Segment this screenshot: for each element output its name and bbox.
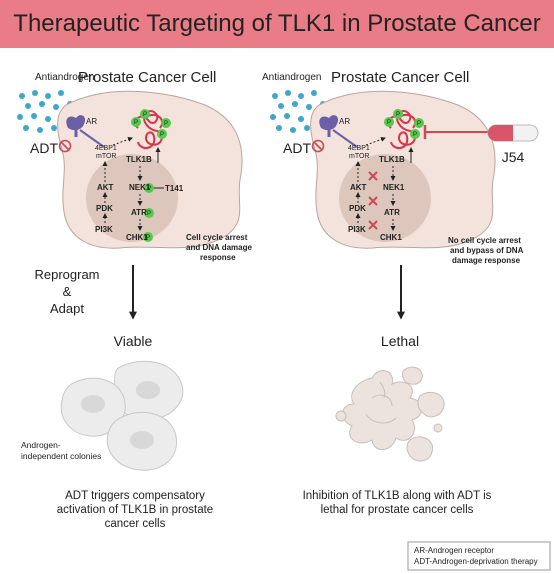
left-caption-line-2: activation of TLK1B in prostate [57,504,213,516]
left-reprogram-line-3: Adapt [50,301,84,316]
left-caption-line-3: cancer cells [105,518,166,530]
right-chk1-label: CHK1 [380,233,402,242]
right-nucleus [339,154,431,242]
right-note-line-2: and bypass of DNA [450,246,524,255]
right-phospho-label-3: P [417,121,421,127]
left-ar-label: AR [86,117,97,126]
left-phospho-label-1: P [134,120,138,126]
left-phospho-label-chk1: P [146,235,150,241]
left-phospho-label-2: P [143,112,147,118]
right-antiandrogen-label: Antiandrogen [262,72,322,83]
left-phospho-label-4: P [160,132,164,138]
page-title: Therapeutic Targeting of TLK1 in Prostat… [13,10,541,37]
left-pdk-label: PDK [96,204,113,213]
right-note-line-3: damage response [452,256,521,265]
left-phospho-label-atr: P [147,211,151,217]
left-t141-label: T141 [165,184,184,193]
left-phospho-label-3: P [164,121,168,127]
left-androgen-receptor [66,115,105,148]
left-nek1-label: NEK1 [129,183,151,192]
right-cell-title: Prostate Cancer Cell [331,69,469,86]
right-caption-line-2: lethal for prostate cancer cells [321,504,474,516]
legend-line-2: ADT-Androgen-deprivation therapy [414,557,538,566]
left-dna-tangle [134,110,164,149]
drug-label: J54 [502,149,525,165]
left-phospho-dots [131,109,171,242]
right-dying-cells [335,366,445,462]
left-colonies-line-1: Androgen- [21,440,61,450]
right-note-line-1: No cell cycle arrest [448,236,521,245]
left-mtor-label: mTOR [96,153,116,160]
left-colonies-line-2: independent colonies [21,451,101,461]
left-block-icon [58,139,72,153]
legend-line-1: AR-Androgen receptor [414,546,494,555]
right-outcome-label: Lethal [381,333,419,349]
right-dna-tangle [387,110,417,149]
right-akt-label: AKT [350,183,367,192]
right-phospho-dots [384,109,424,139]
right-atr-label: ATR [384,208,400,217]
left-caption-line-1: ADT triggers compensatory [65,490,205,502]
right-phospho-label-1: P [387,120,391,126]
diagram-canvas: Antiandrogen Prostate Cancer Cell AR ADT… [17,69,551,571]
right-panel: Antiandrogen Prostate Cancer Cell AR ADT… [262,69,539,516]
right-nek1-label: NEK1 [383,183,405,192]
left-panel: Antiandrogen Prostate Cancer Cell AR ADT… [17,69,252,530]
left-adt-label: ADT [30,140,58,156]
right-pdk-label: PDK [349,204,366,213]
left-4ebp1-label: 4EBP1 [95,145,117,152]
right-androgen-receptor [319,115,358,148]
left-nucleus [86,154,178,242]
abbreviation-legend: AR-Androgen receptor ADT-Androgen-depriv… [407,541,551,571]
left-chk1-label: CHK1 [126,233,148,242]
left-pi3k-label: PI3K [95,225,113,234]
right-mtor-label: mTOR [349,153,369,160]
right-caption-line-1: Inhibition of TLK1B along with ADT is [303,490,492,502]
right-blocked-marks [368,171,378,230]
left-akt-label: AKT [97,183,114,192]
left-phospho-label-nek1: P [147,186,151,192]
left-tlk1b-label: TLK1B [126,155,152,164]
right-tlk1b-label: TLK1B [379,155,405,164]
right-phospho-label-2: P [396,112,400,118]
right-ar-label: AR [339,117,350,126]
left-cell-title: Prostate Cancer Cell [78,69,216,86]
left-viable-cells [60,360,184,471]
right-block-icon [311,139,325,153]
right-4ebp1-label: 4EBP1 [348,145,370,152]
right-pi3k-label: PI3K [348,225,366,234]
right-phospho-label-4: P [413,132,417,138]
title-banner [0,0,554,48]
left-atr-label: ATR [131,208,147,217]
left-reprogram-line-2: & [63,284,72,299]
left-antiandrogen-label: Antiandrogen [35,72,95,83]
left-note-line-2: and DNA damage [186,243,252,252]
left-reprogram-line-1: Reprogram [34,267,99,282]
drug-capsule-icon [487,124,539,142]
left-outcome-label: Viable [114,333,153,349]
right-adt-label: ADT [283,140,311,156]
left-note-line-3: response [200,253,236,262]
left-note-line-1: Cell cycle arrest [186,233,248,242]
